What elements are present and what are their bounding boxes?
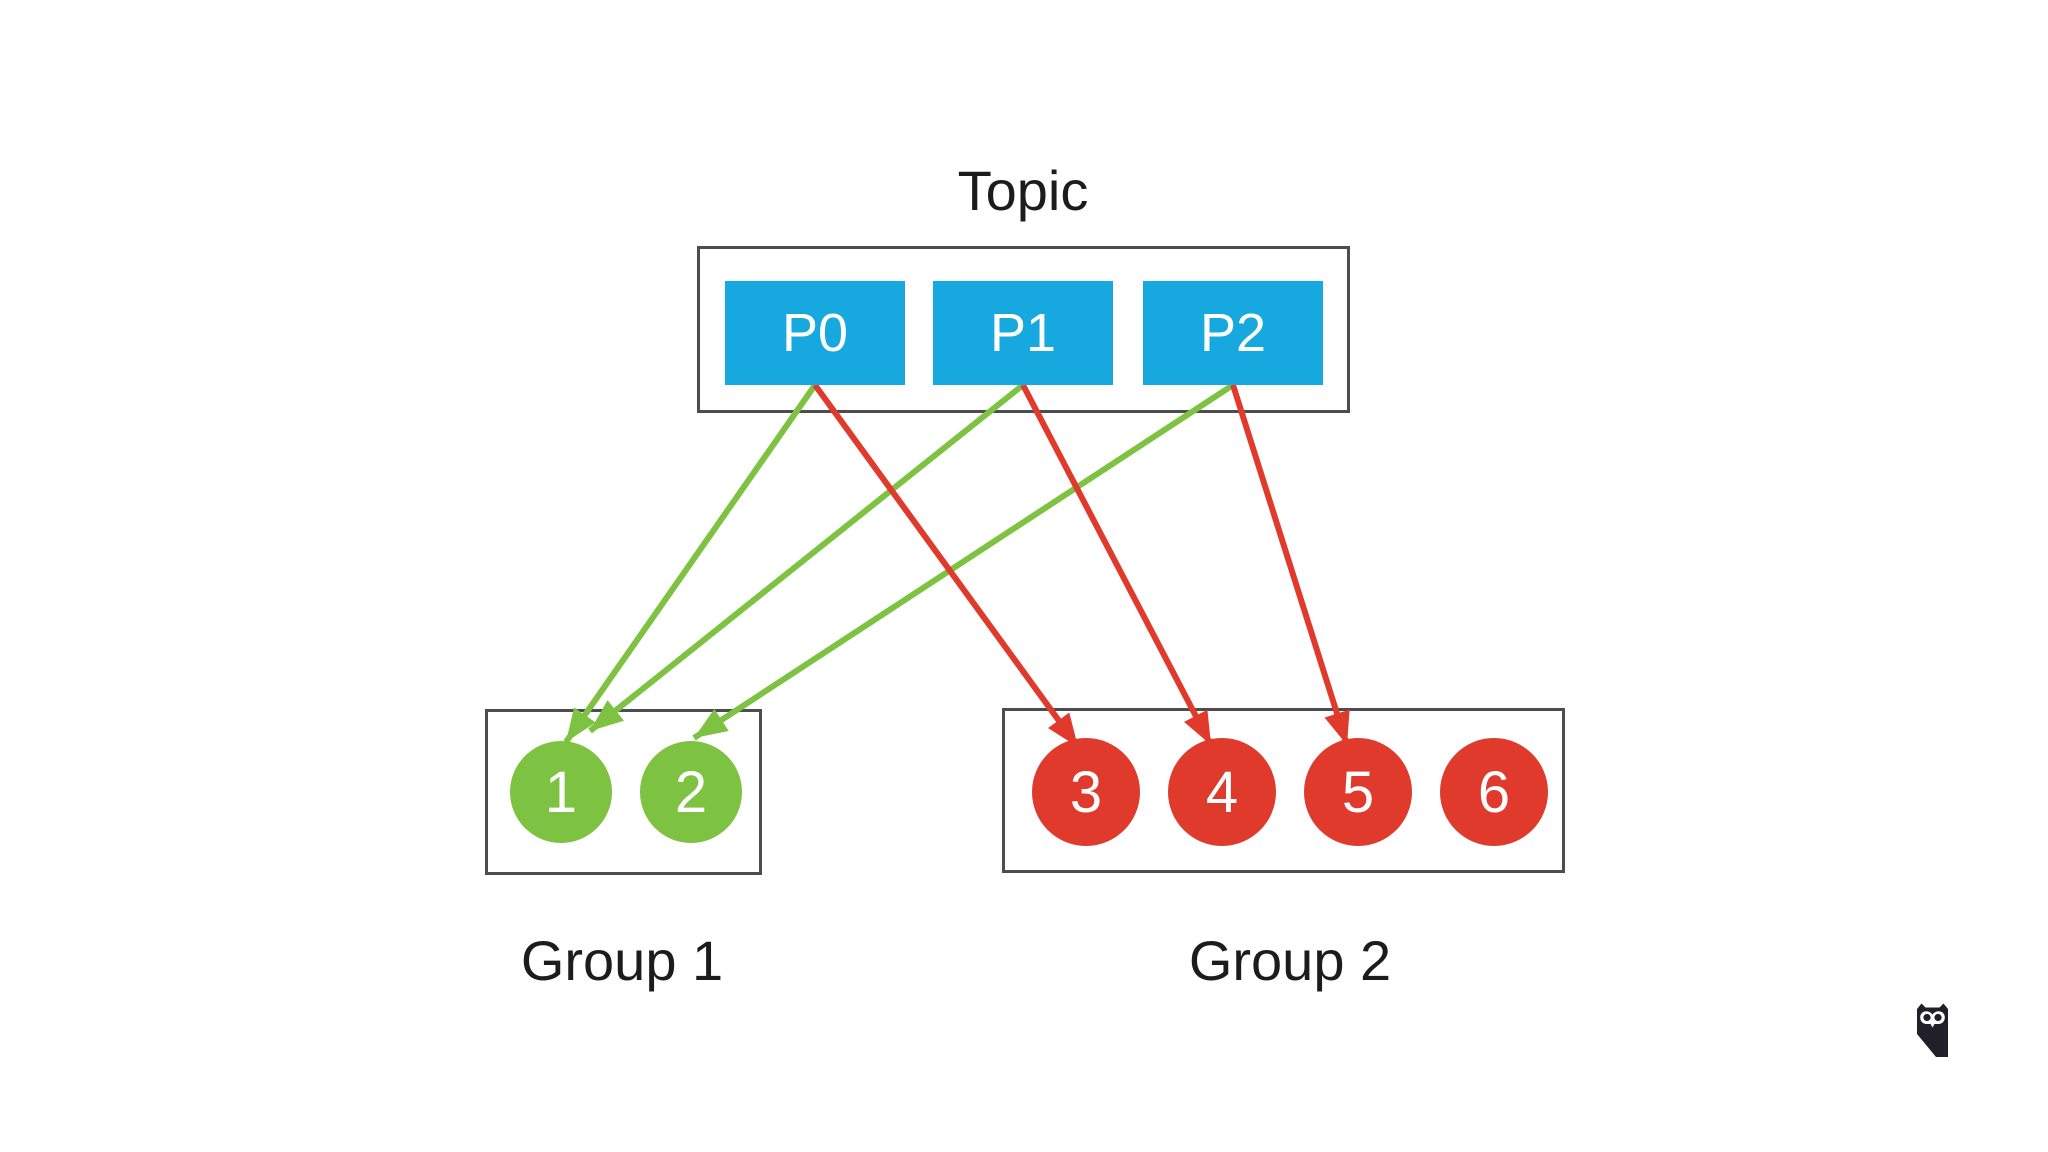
- partition-p1: P1: [933, 281, 1113, 385]
- consumer-4: 4: [1168, 738, 1276, 846]
- consumer-3: 3: [1032, 738, 1140, 846]
- partition-p2: P2: [1143, 281, 1323, 385]
- consumer-2: 2: [640, 741, 742, 843]
- group-1-label: Group 1: [520, 929, 724, 992]
- consumer-6: 6: [1440, 738, 1548, 846]
- arrow-p2-to-consumer-2: [692, 382, 1235, 741]
- arrow-p0-to-consumer-3: [812, 383, 1081, 749]
- arrow-p1-to-consumer-1: [588, 382, 1025, 734]
- topic-title: Topic: [957, 159, 1089, 222]
- consumer-1: 1: [510, 741, 612, 843]
- consumer-5: 5: [1304, 738, 1412, 846]
- partition-p0: P0: [725, 281, 905, 385]
- arrow-p2-to-consumer-5: [1230, 384, 1350, 746]
- group-2-label: Group 2: [1188, 929, 1392, 992]
- hootsuite-owl-icon: [1917, 1003, 1948, 1057]
- arrow-p0-to-consumer-1: [563, 383, 818, 744]
- arrow-p1-to-consumer-4: [1020, 383, 1214, 747]
